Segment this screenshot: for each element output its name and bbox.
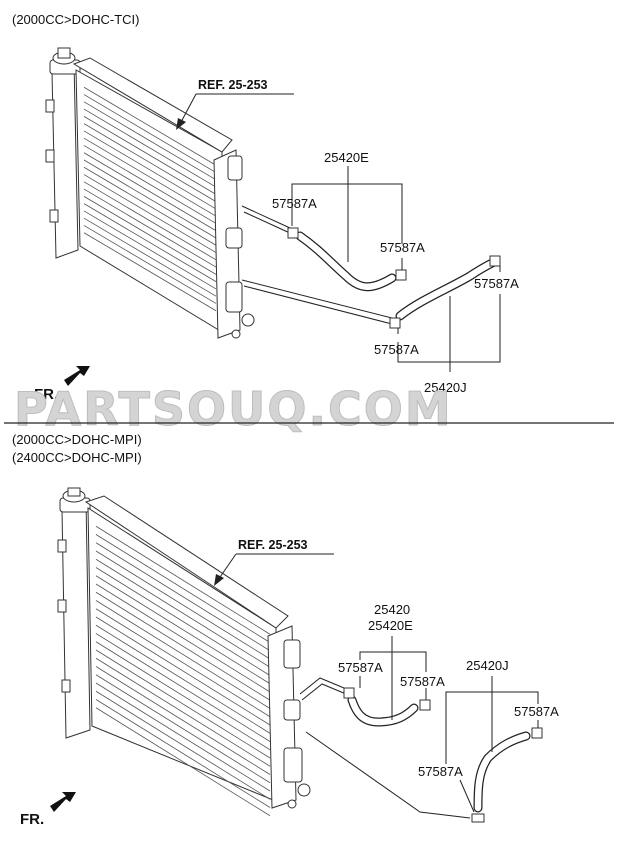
- radiator-fin: [95, 616, 271, 726]
- bottom-front-arrow-icon: [50, 792, 76, 812]
- top-clamp-4: [389, 317, 401, 329]
- radiator-fin: [83, 145, 217, 224]
- top-ref-label: REF. 25-253: [198, 78, 268, 92]
- radiator-fin: [95, 690, 271, 800]
- bottom-hose-j-label: 25420J: [466, 658, 509, 673]
- radiator-fin: [95, 542, 271, 652]
- radiator-fin: [83, 101, 217, 181]
- top-clamp-2: [395, 269, 407, 281]
- radiator-fin: [83, 217, 217, 297]
- top-callout-lines: [291, 166, 501, 372]
- bottom-clamp-label-4: 57587A: [418, 764, 463, 779]
- radiator-fin: [95, 575, 271, 685]
- radiator-fin: [83, 137, 217, 217]
- radiator-fin: [95, 600, 271, 709]
- top-clamp-3: [489, 255, 501, 267]
- radiator-fin: [95, 608, 271, 718]
- bottom-callout-lines: [359, 636, 539, 813]
- top-engine-label: (2000CC>DOHC-TCI): [12, 12, 140, 27]
- bottom-clamp-1: [343, 687, 355, 699]
- radiator-fin: [83, 86, 217, 166]
- bottom-clamp-4: [471, 813, 485, 823]
- bottom-engine-label-2: (2400CC>DOHC-MPI): [12, 450, 142, 465]
- bottom-hose-e-label: 25420E: [368, 618, 413, 633]
- radiator-fin: [95, 649, 271, 759]
- radiator-fin: [95, 591, 271, 701]
- radiator-fin: [95, 525, 271, 635]
- bottom-clamp-3: [531, 727, 543, 739]
- radiator-fin: [95, 624, 271, 734]
- radiator-fin: [95, 674, 271, 784]
- top-clamp-label-1: 57587A: [272, 196, 317, 211]
- bottom-front-label: FR.: [20, 811, 44, 828]
- bottom-clamp-2: [419, 699, 431, 711]
- bottom-ref-label: REF. 25-253: [238, 538, 308, 552]
- top-clamp-label-3: 57587A: [474, 276, 519, 291]
- radiator-fin: [95, 633, 271, 742]
- radiator-fin: [95, 567, 271, 676]
- top-lower-hose: [241, 257, 499, 325]
- top-clamp-label-2: 57587A: [380, 240, 425, 255]
- bottom-upper-hose: [299, 677, 419, 727]
- radiator-fin: [95, 534, 271, 643]
- bottom-engine-label-1: (2000CC>DOHC-MPI): [12, 432, 142, 447]
- watermark: PARTSOUQ.COM: [14, 382, 453, 436]
- radiator-fin: [95, 707, 271, 817]
- top-clamp-1: [287, 227, 299, 239]
- radiator-fin: [83, 203, 217, 282]
- radiator-fin: [83, 210, 217, 290]
- radiator-fin: [95, 558, 271, 668]
- top-front-label: FR.: [34, 386, 58, 403]
- radiator-fin: [83, 166, 217, 246]
- radiator-fin: [83, 123, 217, 202]
- radiator-fin: [95, 641, 271, 751]
- top-front-arrow-icon: [64, 366, 90, 386]
- radiator-fin: [95, 682, 271, 792]
- bottom-clamp-label-3: 57587A: [514, 704, 559, 719]
- bottom-hose-label: 25420: [374, 602, 410, 617]
- radiator-fin: [83, 94, 217, 173]
- radiator-fin: [95, 666, 271, 775]
- top-hose-e-label: 25420E: [324, 150, 369, 165]
- radiator-fin: [95, 550, 271, 660]
- radiator-fin: [83, 174, 217, 253]
- radiator-fin: [95, 699, 271, 808]
- top-upper-hose: [241, 205, 397, 292]
- top-clamp-label-4: 57587A: [374, 342, 419, 357]
- radiator-fin: [95, 657, 271, 767]
- radiator-fin: [83, 181, 217, 261]
- radiator-fin: [83, 130, 217, 210]
- bottom-clamp-label-2: 57587A: [400, 674, 445, 689]
- bottom-radiator: [57, 487, 334, 817]
- radiator-fin: [83, 116, 217, 195]
- top-radiator: [45, 47, 294, 339]
- radiator-fin: [83, 232, 217, 312]
- radiator-fin: [83, 108, 217, 188]
- bottom-lower-hose: [305, 731, 531, 819]
- radiator-fin: [83, 152, 217, 232]
- radiator-fin: [83, 225, 217, 304]
- radiator-fin: [83, 159, 217, 239]
- radiator-fin: [83, 196, 217, 275]
- radiator-fin: [95, 583, 271, 693]
- bottom-clamp-label-1: 57587A: [338, 660, 383, 675]
- top-hose-j-label: 25420J: [424, 380, 467, 395]
- radiator-fin: [83, 188, 217, 268]
